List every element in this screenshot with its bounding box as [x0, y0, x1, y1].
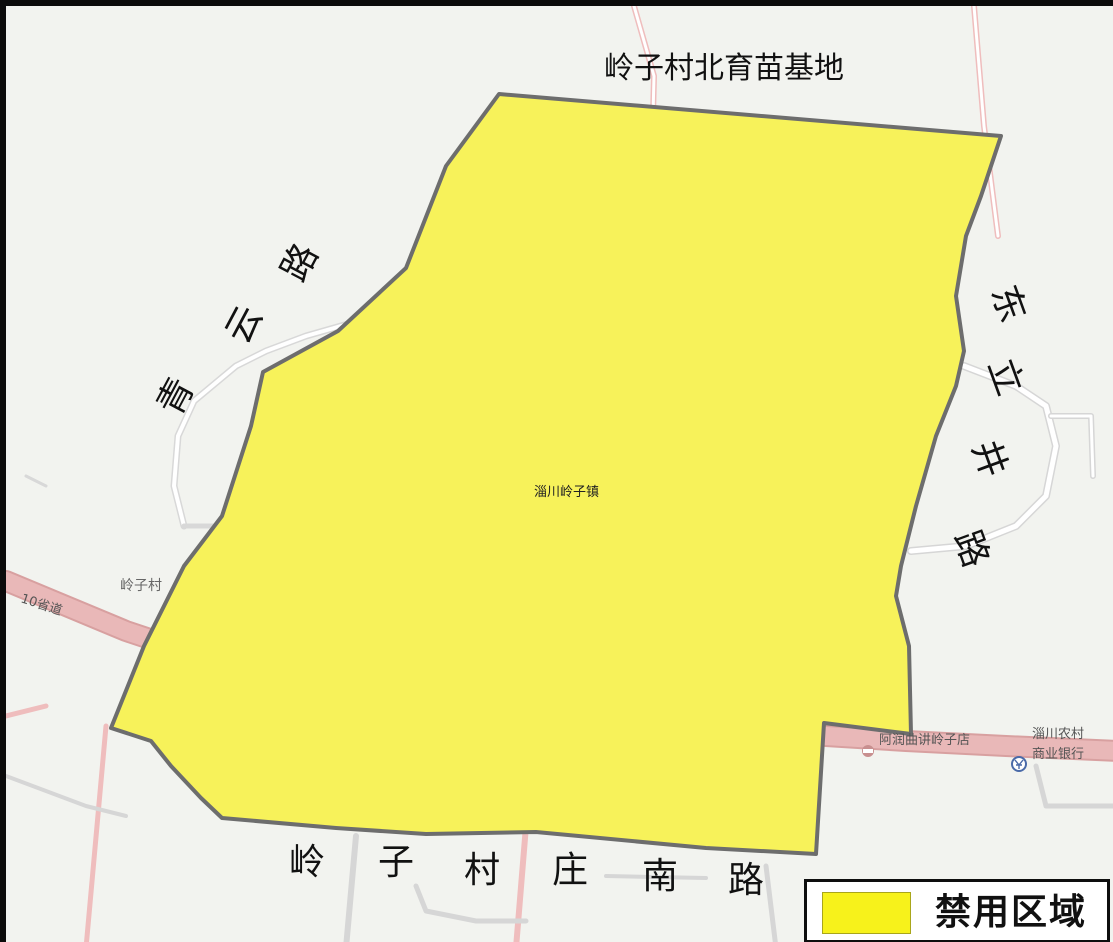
road-dongli-branch-core — [1049, 414, 1095, 478]
legend-swatch — [822, 892, 911, 934]
road-south-3 — [763, 863, 778, 942]
road-southwest — [6, 703, 109, 942]
shop-marker-icon[interactable] — [862, 745, 874, 757]
label-bank-line2: 商业银行 — [1032, 747, 1084, 762]
road-south-4 — [604, 874, 708, 880]
road-qingyun — [172, 322, 350, 528]
map-canvas: 岭子村北育苗基地 路 云 青 东 立 井 路 岭 子 村 庄 南 路 岭子村 1… — [6, 6, 1113, 942]
label-south-char-5: 南 — [642, 856, 678, 897]
road-south-loop — [413, 883, 529, 924]
road-southwest-2 — [6, 774, 128, 818]
legend-label: 禁用区域 — [935, 891, 1088, 933]
restricted-zone[interactable] — [109, 92, 1003, 856]
label-south-char-2: 子 — [378, 842, 414, 883]
road-south-1 — [343, 833, 359, 942]
bank-marker-icon[interactable] — [1011, 756, 1027, 772]
legend: 禁用区域 — [804, 879, 1110, 942]
label-shop: 阿润曲讲岭子店 — [879, 733, 970, 748]
east-main-road — [817, 727, 1113, 760]
road-bank-spur — [1033, 763, 1113, 809]
road-network — [6, 6, 1113, 942]
label-south-char-4: 庄 — [552, 850, 588, 891]
label-center-town: 淄川岭子镇 — [534, 485, 599, 500]
label-bank-line1: 淄川农村 — [1032, 727, 1084, 742]
label-north-nursery: 岭子村北育苗基地 — [604, 51, 844, 86]
label-south-char-6: 路 — [728, 860, 764, 901]
provincial-road — [6, 572, 165, 650]
road-west-stub — [24, 474, 48, 488]
label-south-char-3: 村 — [464, 850, 500, 891]
road-north-east-core — [972, 6, 1000, 238]
road-south-2 — [513, 823, 529, 942]
label-village: 岭子村 — [120, 578, 162, 594]
road-dongli — [908, 363, 1059, 554]
label-south-char-1: 岭 — [289, 842, 325, 883]
